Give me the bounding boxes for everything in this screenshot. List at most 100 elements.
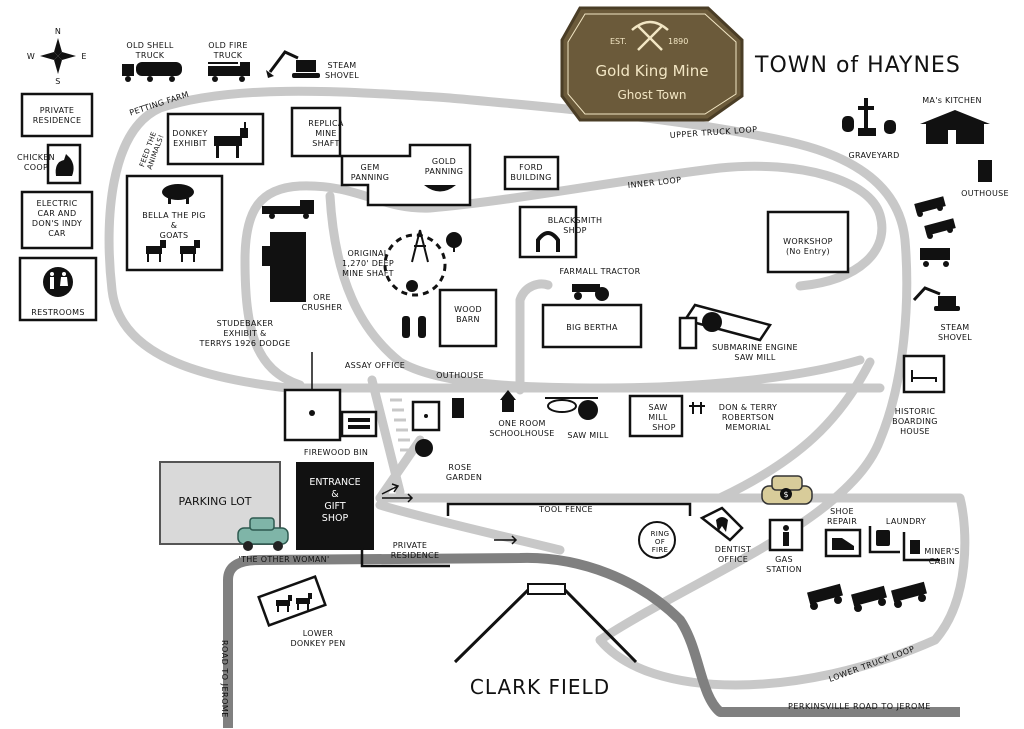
goat-icon — [146, 240, 200, 262]
attendant-icon — [783, 525, 789, 546]
laundry: LAUNDRY — [868, 517, 926, 554]
svg-text:'THE OTHER WOMAN': 'THE OTHER WOMAN' — [239, 555, 330, 564]
ore-crusher-icon — [262, 232, 306, 302]
logo-est: EST. — [610, 37, 627, 46]
restrooms: RESTROOMS — [18, 256, 98, 322]
svg-text:FIREWOOD BIN: FIREWOOD BIN — [304, 448, 368, 457]
town-title: TOWN of HAYNES — [754, 53, 961, 78]
svg-text:PARKING LOT: PARKING LOT — [179, 495, 252, 508]
pickup-truck-icon — [807, 581, 927, 612]
tool-fence-road — [375, 500, 565, 555]
tooth-icon — [716, 517, 728, 532]
firewood-icon — [348, 418, 370, 429]
pig-icon — [162, 184, 194, 204]
chicken-icon — [55, 154, 74, 176]
clark-field: CLARK FIELD — [453, 583, 638, 699]
rose-icon — [415, 439, 433, 457]
donkey-icon — [214, 122, 248, 158]
svg-text:GRAVEYARD: GRAVEYARD — [848, 151, 899, 160]
truck-icon — [914, 196, 956, 267]
svg-text:$: $ — [783, 490, 788, 499]
laundry-basket-icon — [876, 530, 890, 546]
right-trucks — [914, 196, 956, 267]
cross-icon — [689, 402, 705, 414]
saw-mill: SAW MILL — [545, 397, 609, 440]
graveyard: GRAVEYARD — [842, 98, 899, 160]
upper-truck-loop — [104, 86, 970, 690]
dashed-path — [390, 398, 412, 452]
fire-truck-icon — [208, 62, 250, 82]
compass-w: W — [27, 52, 35, 61]
arrows — [381, 483, 518, 545]
feed-animals-label: FEED THEANIMALS! — [138, 131, 166, 171]
tree-icon — [446, 232, 462, 252]
cabin-icon — [910, 540, 920, 554]
firewood-bin: FIREWOOD BIN — [304, 410, 378, 457]
workshop: WORKSHOP(No Entry) — [766, 210, 850, 274]
tanker-truck-icon — [122, 62, 182, 82]
gold-pan-icon — [424, 185, 456, 192]
logo-year: 1890 — [668, 37, 688, 46]
roads — [104, 86, 970, 728]
svg-text:WORKSHOP(No Entry): WORKSHOP(No Entry) — [783, 237, 833, 256]
svg-text:TOOL FENCE: TOOL FENCE — [538, 505, 593, 514]
ore-cart-icon — [402, 316, 426, 338]
shoe-icon — [832, 538, 854, 550]
horseshoe-icon — [536, 231, 560, 252]
compass-s: S — [55, 77, 60, 86]
tool-fence: TOOL FENCE — [446, 502, 692, 516]
excavator-icon-right — [912, 286, 960, 311]
schoolhouse-icon — [500, 390, 516, 412]
road-to-jerome-label: ROAD TO JEROME — [220, 640, 229, 718]
svg-text:FARMALL TRACTOR: FARMALL TRACTOR — [559, 267, 640, 276]
svg-text:LAUNDRY: LAUNDRY — [886, 517, 926, 526]
road-to-jerome — [223, 552, 960, 728]
vintage-car-gas-icon: $ — [761, 475, 813, 505]
right-loop — [715, 357, 875, 503]
headframe-icon — [411, 229, 429, 263]
gold-king-logo: EST. 1890 Gold King Mine Ghost Town — [560, 6, 744, 122]
flatbed-truck-icon — [262, 200, 314, 219]
big-bertha: BIG BERTHA — [541, 303, 643, 349]
compass-e: E — [81, 52, 86, 61]
outhouse-icon — [978, 160, 992, 182]
lower-truck-loop-label: LOWER TRUCK LOOP — [828, 644, 916, 684]
mas-kitchen: MA's KITCHEN — [920, 96, 990, 144]
svg-text:MA's KITCHEN: MA's KITCHEN — [922, 96, 982, 105]
lower-trucks — [807, 581, 927, 612]
assay-office: ASSAY OFFICE — [345, 361, 441, 432]
